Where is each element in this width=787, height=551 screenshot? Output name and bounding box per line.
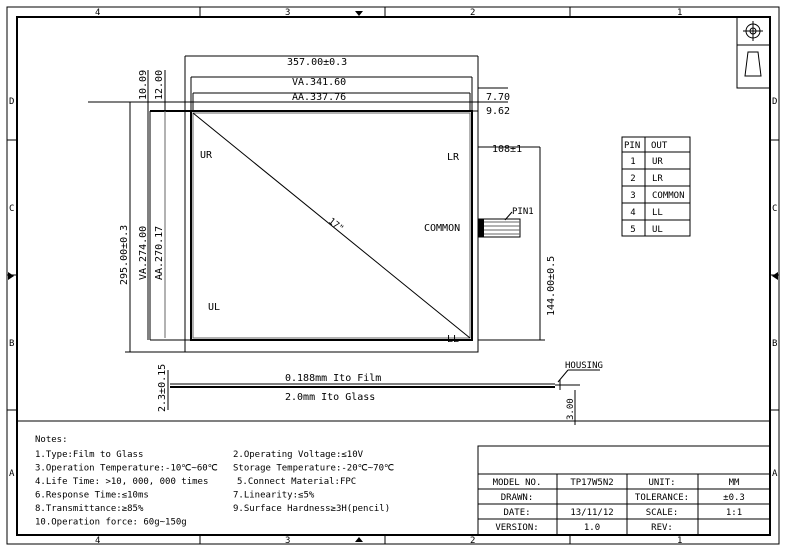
center-arrow-icon: [355, 11, 363, 16]
zone-label: 3: [285, 536, 290, 546]
aa-width-dim: AA.337.76: [292, 92, 346, 103]
pin1-label: PIN1: [512, 207, 534, 217]
zone-label: A: [772, 469, 778, 479]
out-header: OUT: [651, 141, 668, 151]
right-offset-dim: 9.62: [486, 106, 510, 117]
title-block-cell: TOLERANCE:: [635, 493, 689, 503]
pin-output: UL: [652, 225, 663, 235]
pin-number: 3: [630, 191, 635, 201]
corner-ul: UL: [208, 302, 220, 313]
note-item: 8.Transmittance:≥85%: [35, 504, 144, 514]
center-arrow-icon: [8, 272, 14, 280]
zone-label: A: [9, 469, 15, 479]
side-view: [167, 369, 600, 425]
pin-number: 4: [630, 208, 635, 218]
title-block-cell: TP17W5N2: [570, 478, 613, 488]
glass-label: 2.0mm Ito Glass: [285, 392, 375, 403]
note-item: 7.Linearity:≤5%: [233, 491, 315, 501]
zone-label: 1: [677, 536, 682, 546]
center-arrow-icon: [355, 537, 363, 542]
note-item: Storage Temperature:-20℃~70℃: [233, 464, 394, 474]
top-offset-dim: 10.09: [138, 70, 149, 100]
overall-width-dim: 357.00±0.3: [287, 57, 347, 68]
note-item: 2.Operating Voltage:≤10V: [233, 450, 364, 460]
diagonal-line: [192, 112, 471, 339]
va-width-dim: VA.341.60: [292, 77, 346, 88]
title-block-cell: DRAWN:: [501, 493, 534, 503]
title-block-cell: UNIT:: [648, 478, 675, 488]
zone-label: 4: [95, 536, 100, 546]
pin-header: PIN: [624, 141, 640, 151]
zone-label: 1: [677, 8, 682, 18]
pin-number: 1: [630, 157, 635, 167]
corner-ur: UR: [200, 150, 213, 161]
pin-table: [621, 136, 691, 237]
diagonal-size: 17": [326, 216, 345, 234]
film-label: 0.188mm Ito Film: [285, 373, 381, 384]
zone-label: D: [9, 97, 14, 107]
housing-label: HOUSING: [565, 361, 603, 371]
title-block-cell: REV:: [651, 523, 673, 533]
zone-label: B: [772, 339, 777, 349]
note-item: 10.Operation force: 60g~150g: [35, 518, 187, 528]
pin-output: LR: [652, 174, 663, 184]
right-offset-dim: 7.70: [486, 92, 510, 103]
title-block-cell: MM: [729, 478, 740, 488]
overall-height-dim: 295.00±0.3: [119, 225, 130, 285]
zone-label: 2: [470, 8, 475, 18]
panel-outline: [149, 110, 479, 353]
title-block-cell: VERSION:: [495, 523, 538, 533]
title-block-cell: 13/11/12: [570, 508, 613, 518]
note-item: 6.Response Time:≤10ms: [35, 491, 149, 501]
zone-label: B: [9, 339, 14, 349]
center-arrow-icon: [772, 272, 778, 280]
inner-frame: [16, 16, 771, 536]
title-block-cell: ±0.3: [723, 493, 745, 503]
title-block-cell: MODEL NO.: [493, 478, 542, 488]
pin-output: LL: [652, 208, 663, 218]
zone-label: D: [772, 97, 777, 107]
zone-label: C: [772, 204, 777, 214]
aa-height-dim: AA.270.17: [154, 226, 165, 280]
housing-dim: 3.00: [566, 398, 576, 420]
va-height-dim: VA.274.00: [138, 226, 149, 280]
zone-label: C: [9, 204, 14, 214]
note-item: 3.Operation Temperature:-10℃~60℃: [35, 464, 218, 474]
tail-offset-dim: 144.00±0.5: [546, 256, 557, 316]
corner-common: COMMON: [424, 223, 460, 234]
title-block: [477, 445, 771, 536]
dimension-lines: [88, 55, 545, 353]
note-item: 4.Life Time: >10, 000, 000 times: [35, 477, 208, 487]
projection-symbol-icon: [736, 16, 771, 89]
zone-label: 2: [470, 536, 475, 546]
pin-output: COMMON: [652, 191, 685, 201]
corner-ll: LL: [447, 334, 459, 345]
zone-label: 4: [95, 8, 100, 18]
pin-output: UR: [652, 157, 663, 167]
corner-lr: LR: [447, 152, 460, 163]
tail-length-dim: 108±1: [492, 144, 522, 155]
note-item: 5.Connect Material:FPC: [237, 477, 356, 487]
title-block-cell: 1.0: [584, 523, 600, 533]
note-item: 9.Surface Hardness≥3H(pencil): [233, 504, 390, 514]
fpc-tail: [477, 211, 521, 238]
top-offset-dim: 12.00: [154, 70, 165, 100]
thickness-dim: 2.3±0.15: [157, 364, 168, 412]
title-block-cell: DATE:: [503, 508, 530, 518]
title-block-cell: 1:1: [726, 508, 742, 518]
zone-label: 3: [285, 8, 290, 18]
pin-number: 5: [630, 225, 635, 235]
notes-title: Notes:: [35, 435, 68, 445]
note-item: 1.Type:Film to Glass: [35, 450, 143, 460]
title-block-cell: SCALE:: [646, 508, 679, 518]
pin-number: 2: [630, 174, 635, 184]
